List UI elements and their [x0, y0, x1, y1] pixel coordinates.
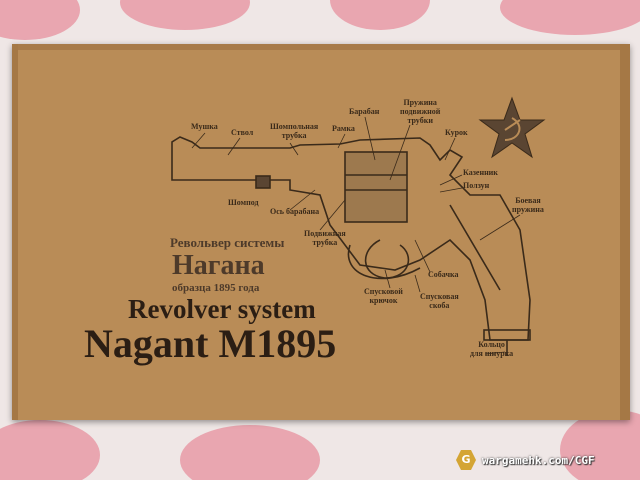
- label-breech: Казенник: [463, 168, 498, 177]
- label-line: Пружина: [403, 98, 437, 107]
- soviet-star-emblem: [478, 96, 546, 159]
- label-line: Шомпольная: [270, 122, 319, 131]
- label-ramrod: Шомпод: [228, 198, 259, 207]
- label-line: трубка: [281, 131, 307, 140]
- label-line: крючок: [369, 296, 398, 305]
- label-front-sight: Мушка: [191, 122, 218, 131]
- watermark-text: wargamehk.com/CGF: [482, 453, 595, 467]
- label-slide: Ползун: [463, 181, 490, 190]
- label-cylinder: Барабан: [349, 107, 380, 116]
- label-cylinder-axis: Ось барабана: [270, 207, 320, 216]
- label-line: Кольцо: [478, 340, 505, 349]
- label-line: трубка: [312, 238, 338, 247]
- label-barrel: Ствол: [231, 128, 254, 137]
- label-line: для шнурка: [470, 349, 514, 358]
- label-pawl: Собачка: [428, 270, 459, 279]
- label-hammer: Курок: [445, 128, 468, 137]
- label-line: подвижной: [400, 107, 441, 116]
- label-frame: Рамка: [332, 124, 355, 133]
- label-line: пружина: [512, 205, 544, 214]
- cardboard-box: [12, 44, 630, 420]
- label-line: скоба: [429, 301, 450, 310]
- title-en-model: Nagant M1895: [84, 321, 337, 366]
- label-line: трубки: [407, 116, 433, 125]
- label-line: Спусковой: [364, 287, 403, 296]
- box-side-right: [620, 44, 630, 420]
- label-line: Спусковая: [420, 292, 459, 301]
- title-ru-year: образца 1895 года: [172, 282, 260, 294]
- watermark-logo-icon: G: [456, 450, 476, 470]
- box-lid-edge: [12, 44, 630, 50]
- title-en-line1: Revolver system: [128, 294, 316, 324]
- title-ru-line1: Револьвер системы: [170, 235, 285, 250]
- box-side-left: [12, 44, 18, 420]
- watermark: G wargamehk.com/CGF: [456, 450, 595, 470]
- label-line: Боевая: [515, 196, 541, 205]
- title-ru-nagant: Нагана: [172, 250, 265, 281]
- label-line: Подвижная: [304, 229, 346, 238]
